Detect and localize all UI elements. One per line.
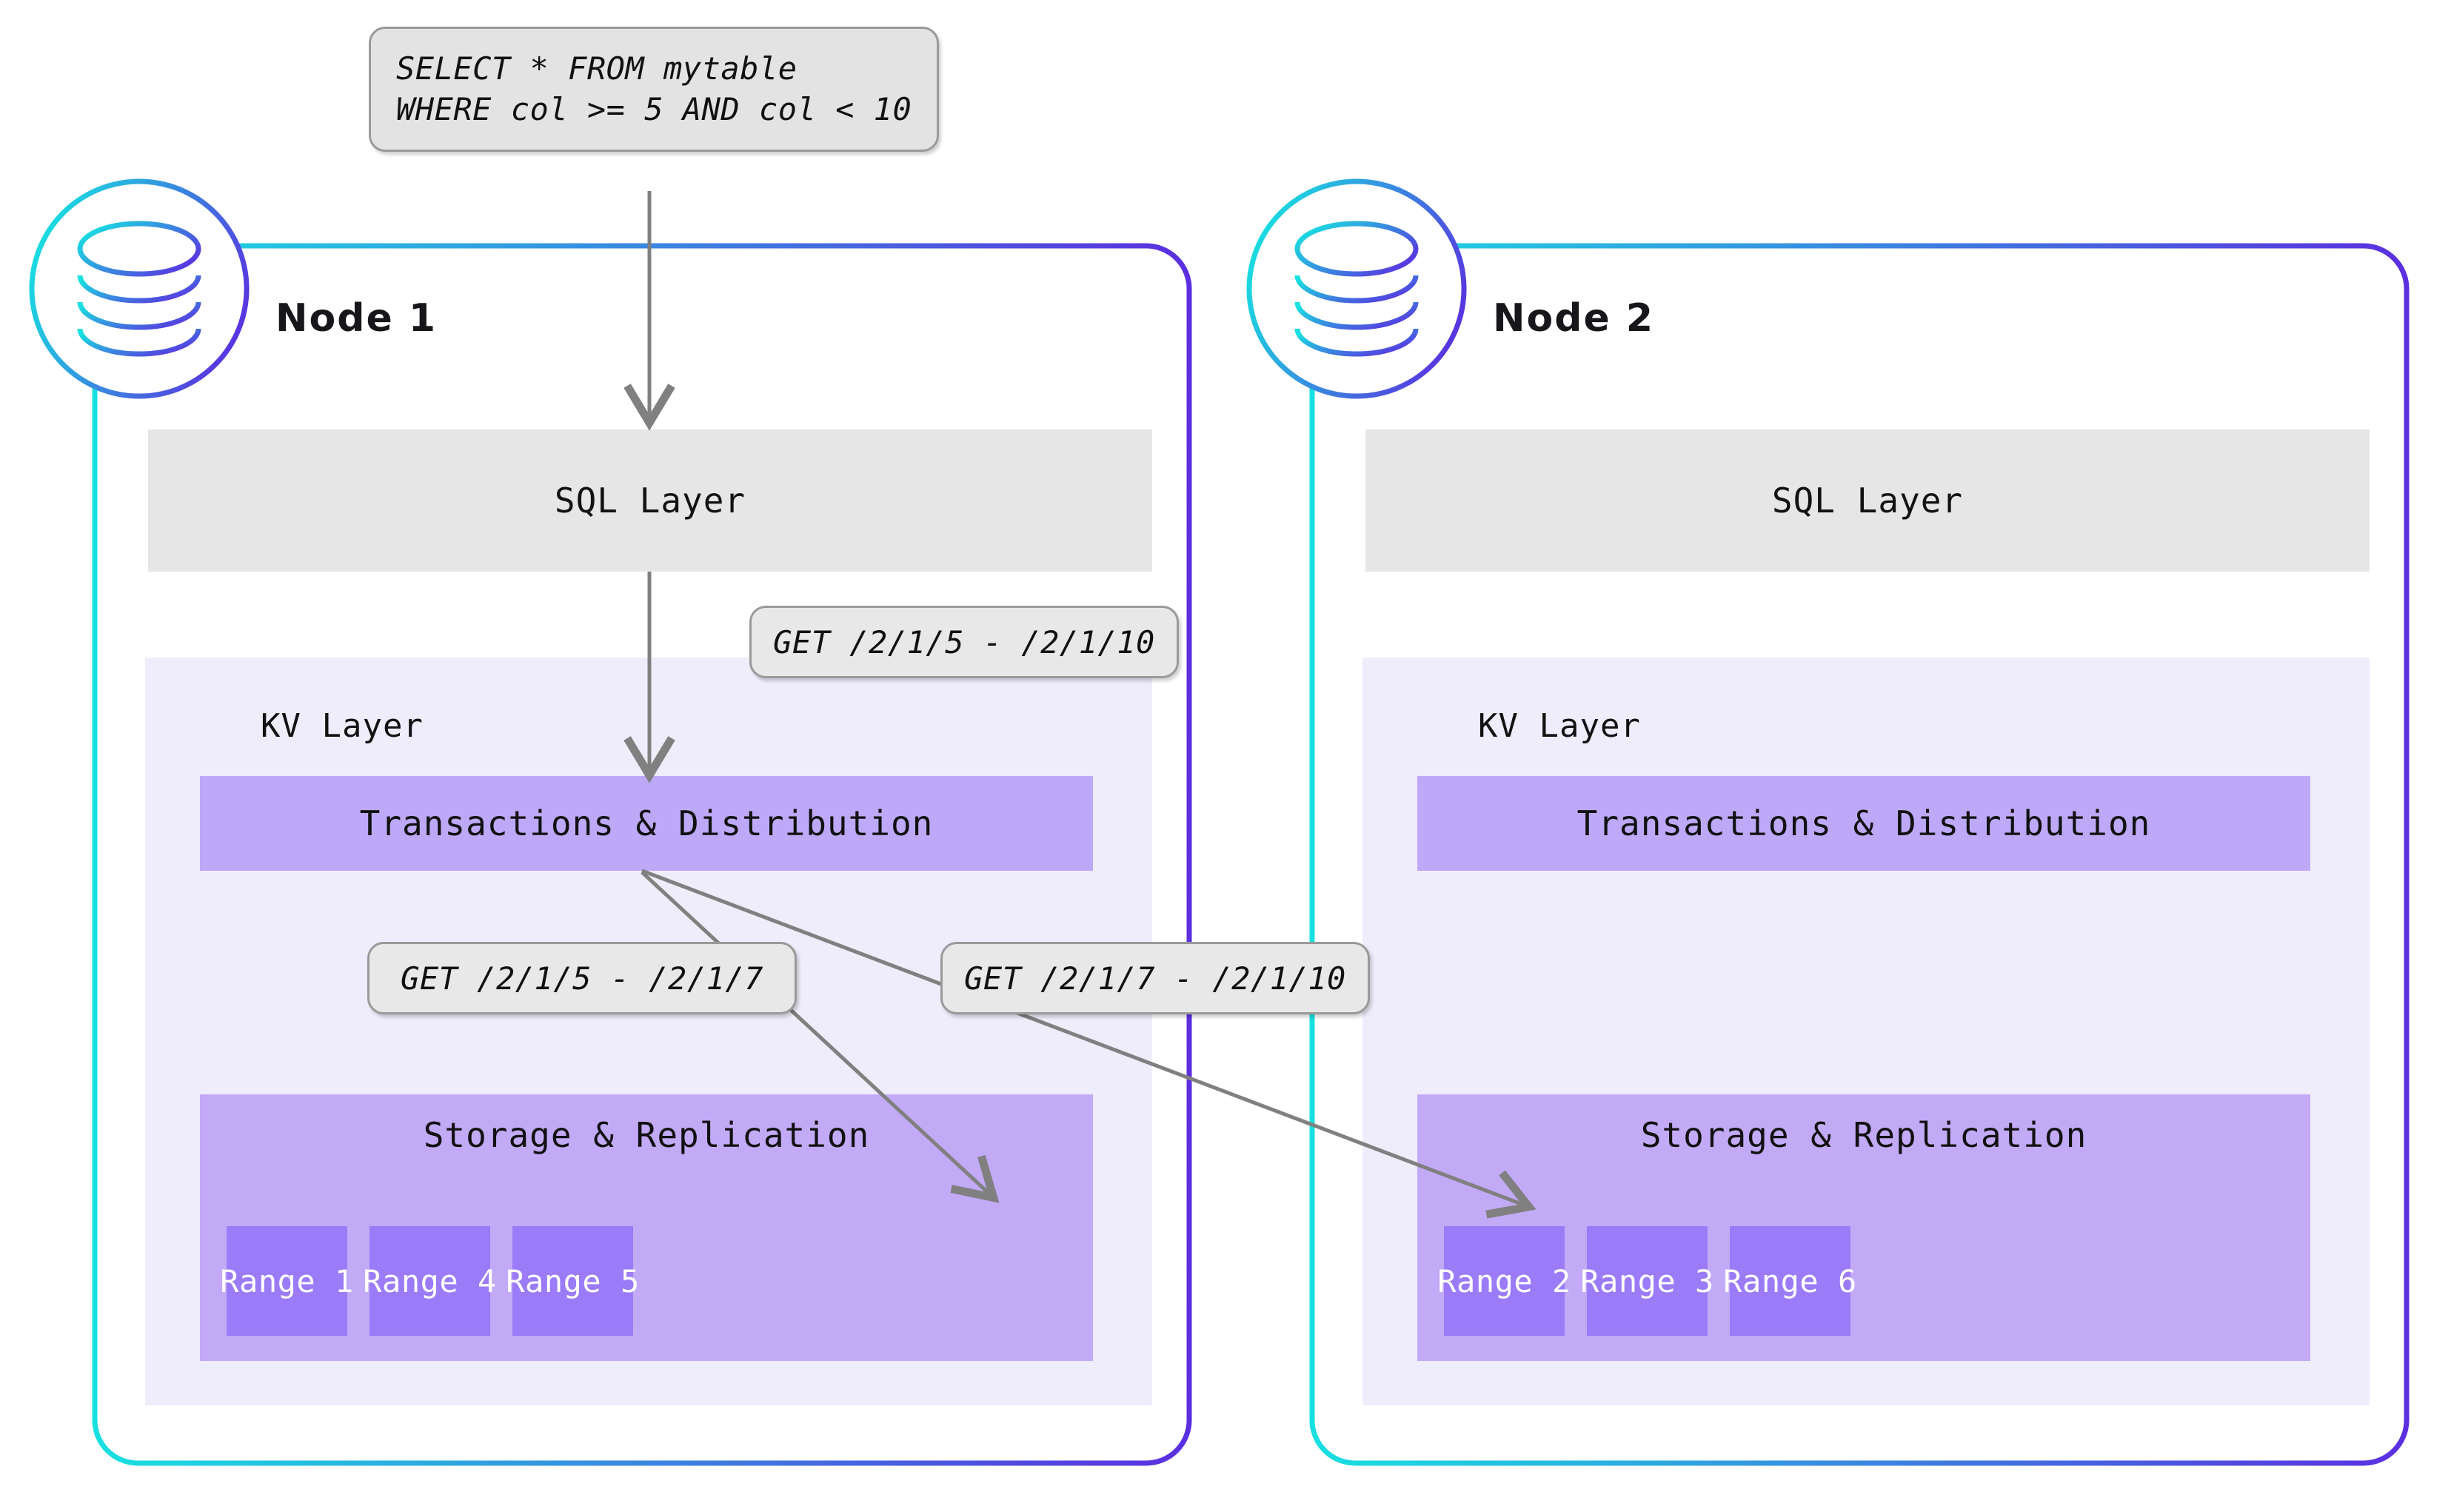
callout-range-remote: GET /2/1/7 - /2/1/10 [940, 942, 1370, 1014]
range-box[interactable]: Range 1 [220, 1226, 353, 1336]
node-1-sql-layer-label: SQL Layer [554, 481, 746, 521]
node-2-title: Node 2 [1493, 296, 1655, 341]
node-1-transactions-bar: Transactions & Distribution [200, 776, 1093, 871]
callout-range-local-label: GET /2/1/5 - /2/1/7 [401, 960, 763, 997]
sql-query-line-2: WHERE col >= 5 AND col < 10 [396, 91, 912, 128]
callout-range-remote-label: GET /2/1/7 - /2/1/10 [964, 960, 1346, 997]
range-box[interactable]: Range 3 [1580, 1226, 1713, 1336]
callout-kv-request: GET /2/1/5 - /2/1/10 [749, 606, 1179, 678]
callout-range-local: GET /2/1/5 - /2/1/7 [367, 942, 797, 1014]
node-1-title: Node 1 [275, 296, 438, 341]
node-1-transactions-label: Transactions & Distribution [359, 803, 934, 843]
node-1-range-row: Range 1 Range 4 Range 5 [220, 1226, 1066, 1336]
node-2-range-row: Range 2 Range 3 Range 6 [1437, 1226, 2284, 1336]
range-label: Range 2 [1437, 1262, 1571, 1299]
node-2-database-icon [1246, 178, 1467, 399]
node-2-transactions-bar: Transactions & Distribution [1417, 776, 2310, 871]
node-1-storage-label: Storage & Replication [423, 1115, 870, 1155]
range-box[interactable]: Range 6 [1723, 1226, 1856, 1336]
range-label: Range 1 [220, 1262, 354, 1299]
range-box[interactable]: Range 4 [363, 1226, 496, 1336]
node-2-storage-label: Storage & Replication [1640, 1115, 2087, 1155]
callout-kv-request-label: GET /2/1/5 - /2/1/10 [773, 623, 1155, 660]
node-1-database-icon [29, 178, 250, 399]
node-2-kv-layer-label: KV Layer [1478, 707, 1641, 745]
range-label: Range 3 [1580, 1262, 1714, 1299]
range-box[interactable]: Range 2 [1437, 1226, 1571, 1336]
node-1-kv-layer-label: KV Layer [261, 707, 424, 745]
range-label: Range 5 [506, 1262, 640, 1299]
sql-query-line-1: SELECT * FROM mytable [396, 50, 798, 87]
range-box[interactable]: Range 5 [506, 1226, 639, 1336]
node-1-sql-layer: SQL Layer [148, 429, 1152, 572]
node-2-transactions-label: Transactions & Distribution [1576, 803, 2151, 843]
node-2-storage-box: Storage & Replication Range 2 Range 3 Ra… [1417, 1094, 2310, 1361]
range-label: Range 4 [363, 1262, 497, 1299]
range-label: Range 6 [1723, 1262, 1857, 1299]
node-2-sql-layer: SQL Layer [1365, 429, 2370, 572]
node-2-sql-layer-label: SQL Layer [1771, 481, 1964, 521]
sql-query-box: SELECT * FROM mytable WHERE col >= 5 AND… [369, 27, 940, 152]
node-1-storage-box: Storage & Replication Range 1 Range 4 Ra… [200, 1094, 1093, 1361]
